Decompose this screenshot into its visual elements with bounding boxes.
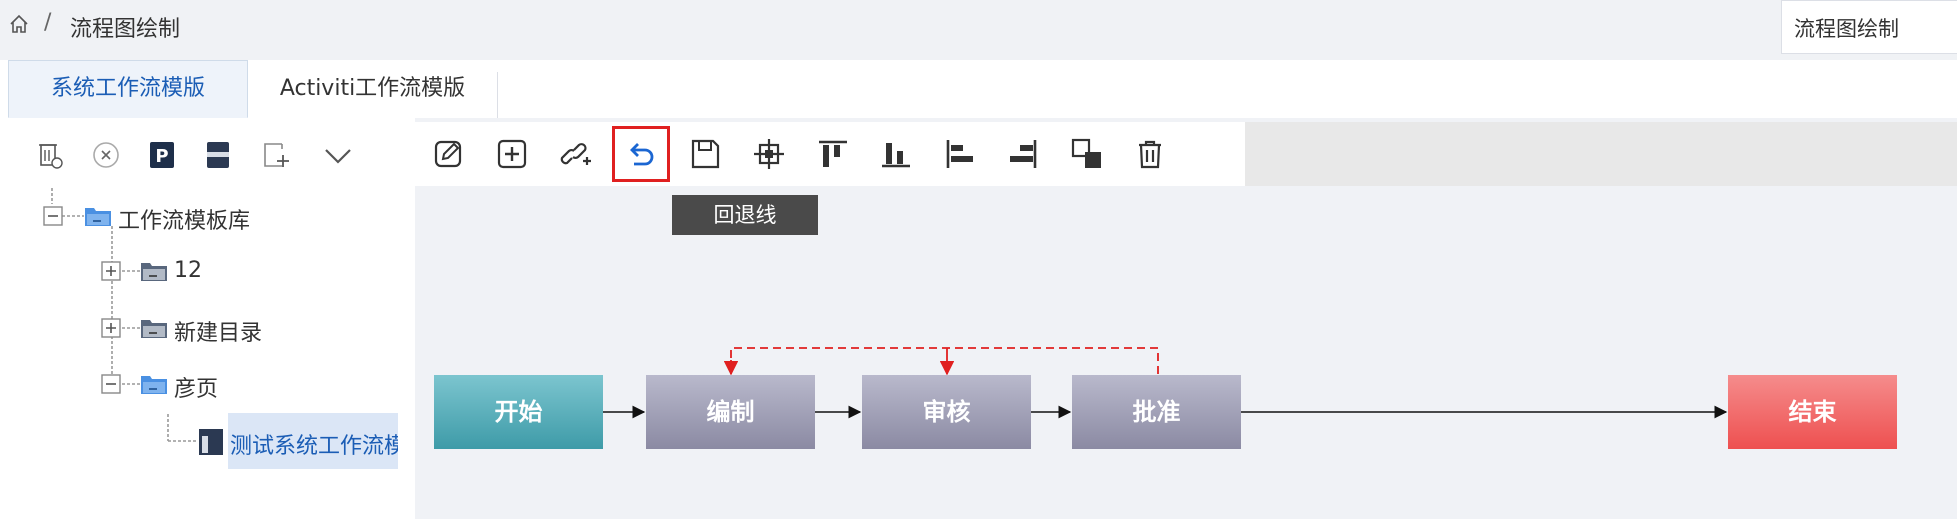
save-icon[interactable] bbox=[688, 137, 722, 171]
center-icon[interactable] bbox=[752, 137, 786, 171]
align-top-icon[interactable] bbox=[816, 137, 850, 171]
tab-bar: 系统工作流模版 Activiti工作流模版 bbox=[0, 60, 1957, 119]
flow-node-approve[interactable]: 批准 bbox=[1072, 375, 1241, 449]
tooltip: 回退线 bbox=[672, 195, 818, 235]
tree-root-label[interactable]: 工作流模板库 bbox=[118, 209, 251, 234]
tree-lines bbox=[51, 188, 196, 442]
collapse-node-icon[interactable] bbox=[101, 374, 121, 394]
home-icon[interactable] bbox=[8, 13, 30, 35]
flow-node-review[interactable]: 审核 bbox=[862, 375, 1031, 449]
flow-node-end[interactable]: 结束 bbox=[1728, 375, 1897, 449]
tree-item-label[interactable]: 12 bbox=[174, 258, 202, 283]
svg-text:P: P bbox=[155, 146, 168, 167]
collapse-root-icon[interactable] bbox=[43, 206, 63, 226]
align-left-icon[interactable] bbox=[943, 137, 977, 171]
toolbar-spacer bbox=[1245, 122, 1957, 186]
undo-icon[interactable] bbox=[624, 137, 658, 171]
tree-item-label[interactable]: 新建目录 bbox=[174, 321, 263, 346]
tree-leaf-selected[interactable] bbox=[228, 413, 398, 469]
folder-open-icon bbox=[85, 208, 111, 226]
add-square-icon[interactable] bbox=[260, 139, 292, 171]
template-icon bbox=[199, 429, 223, 455]
top-bar bbox=[0, 0, 1957, 50]
tree-leaf-label[interactable]: 测试系统工作流模 bbox=[230, 434, 398, 459]
link-icon[interactable] bbox=[559, 137, 593, 171]
tab-system-templates[interactable]: 系统工作流模版 bbox=[8, 60, 248, 118]
delete-doc-icon[interactable] bbox=[34, 139, 66, 171]
cancel-circle-icon[interactable] bbox=[90, 139, 122, 171]
flow-connectors bbox=[603, 347, 1728, 419]
same-size-icon[interactable] bbox=[1070, 137, 1104, 171]
edit-icon[interactable] bbox=[432, 137, 466, 171]
publish-p-icon[interactable]: P bbox=[146, 139, 178, 171]
flow-node-start[interactable]: 开始 bbox=[434, 375, 603, 449]
folder-icon bbox=[141, 320, 167, 338]
folder-icon bbox=[141, 263, 167, 281]
breadcrumb-title: 流程图绘制 bbox=[70, 17, 181, 42]
align-right-icon[interactable] bbox=[1006, 137, 1040, 171]
tab-activiti-templates[interactable]: Activiti工作流模版 bbox=[248, 72, 498, 118]
save-stripe-icon[interactable] bbox=[202, 139, 234, 171]
chevron-down-icon[interactable] bbox=[322, 139, 354, 171]
expand-node-icon[interactable] bbox=[101, 318, 121, 338]
page-select[interactable]: 流程图绘制 bbox=[1781, 0, 1957, 54]
canvas-toolbar bbox=[415, 122, 1245, 186]
add-icon[interactable] bbox=[495, 137, 529, 171]
undo-highlight bbox=[612, 126, 670, 182]
page-select-value: 流程图绘制 bbox=[1794, 17, 1899, 41]
breadcrumb-separator: / bbox=[44, 10, 52, 35]
align-bottom-icon[interactable] bbox=[879, 137, 913, 171]
expand-node-icon[interactable] bbox=[101, 261, 121, 281]
tree-item-label[interactable]: 彦页 bbox=[174, 377, 219, 402]
trash-icon[interactable] bbox=[1133, 137, 1167, 171]
flow-node-edit[interactable]: 编制 bbox=[646, 375, 815, 449]
folder-open-icon bbox=[141, 376, 167, 394]
